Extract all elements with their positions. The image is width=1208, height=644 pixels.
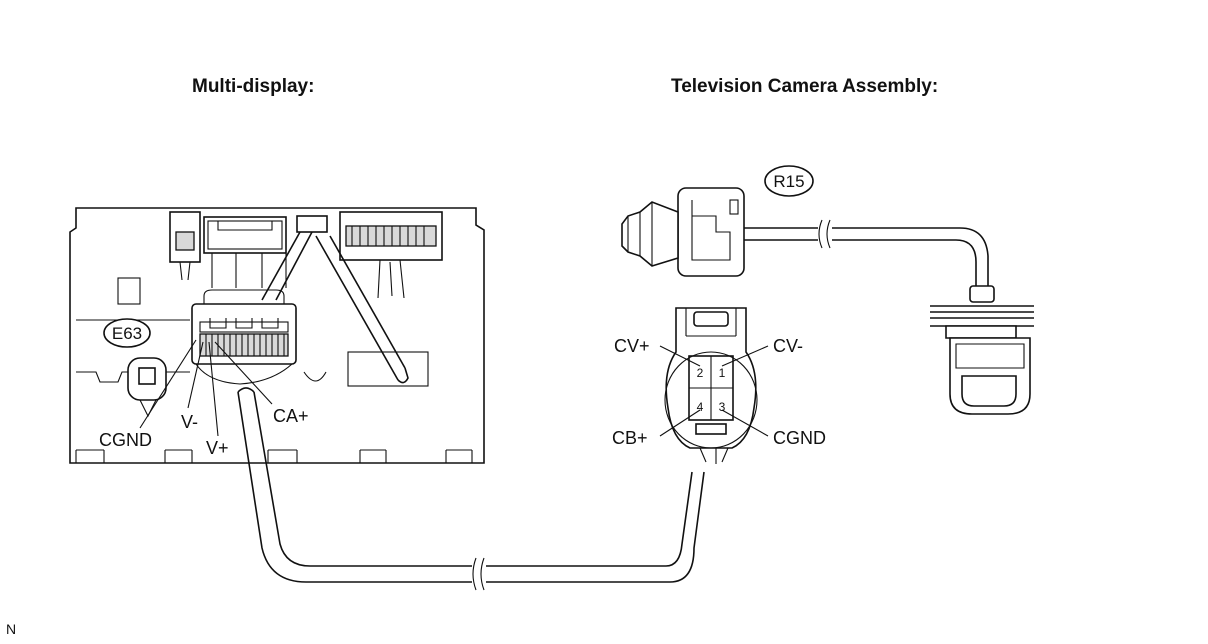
connector-r15-label: R15 bbox=[773, 172, 804, 191]
cv-plus-leader-line bbox=[659, 345, 701, 367]
camera-terminal-cv-minus: CV- bbox=[773, 336, 803, 356]
ca-plus-leader-line bbox=[214, 341, 273, 405]
camera-terminal-cv-plus: CV+ bbox=[614, 336, 650, 356]
camera-assembly-heading: Television Camera Assembly: bbox=[671, 76, 938, 97]
cgnd-leader-line bbox=[139, 339, 197, 429]
connector-e63-tag: E63 bbox=[103, 318, 151, 348]
harness-cable bbox=[237, 387, 705, 591]
figure-code: N bbox=[6, 621, 16, 637]
camera-pin-1: 1 bbox=[719, 366, 726, 380]
camera-pin-4: 4 bbox=[697, 400, 704, 414]
display-terminal-v-minus: V- bbox=[181, 412, 198, 432]
camera-pin-3: 3 bbox=[719, 400, 726, 414]
camera-cgnd-leader-line bbox=[721, 409, 769, 437]
display-terminal-cgnd: CGND bbox=[99, 430, 152, 450]
television-camera-assembly bbox=[621, 187, 1034, 415]
camera-terminal-cb-plus: CB+ bbox=[612, 428, 648, 448]
camera-harness-connector: 2 1 4 3 bbox=[664, 307, 758, 464]
connector-r15-tag: R15 bbox=[764, 165, 814, 197]
v-plus-leader-line bbox=[208, 341, 219, 437]
multi-display-unit bbox=[69, 207, 485, 464]
display-terminal-v-plus: V+ bbox=[206, 438, 229, 458]
connector-e63-label: E63 bbox=[112, 324, 142, 343]
camera-pin-2: 2 bbox=[697, 366, 704, 380]
v-minus-leader-line bbox=[187, 341, 204, 409]
multi-display-heading: Multi-display: bbox=[192, 76, 314, 97]
cb-plus-leader-line bbox=[659, 409, 701, 437]
display-terminal-ca-plus: CA+ bbox=[273, 406, 309, 426]
camera-terminal-cgnd: CGND bbox=[773, 428, 826, 448]
cv-minus-leader-line bbox=[721, 345, 769, 367]
